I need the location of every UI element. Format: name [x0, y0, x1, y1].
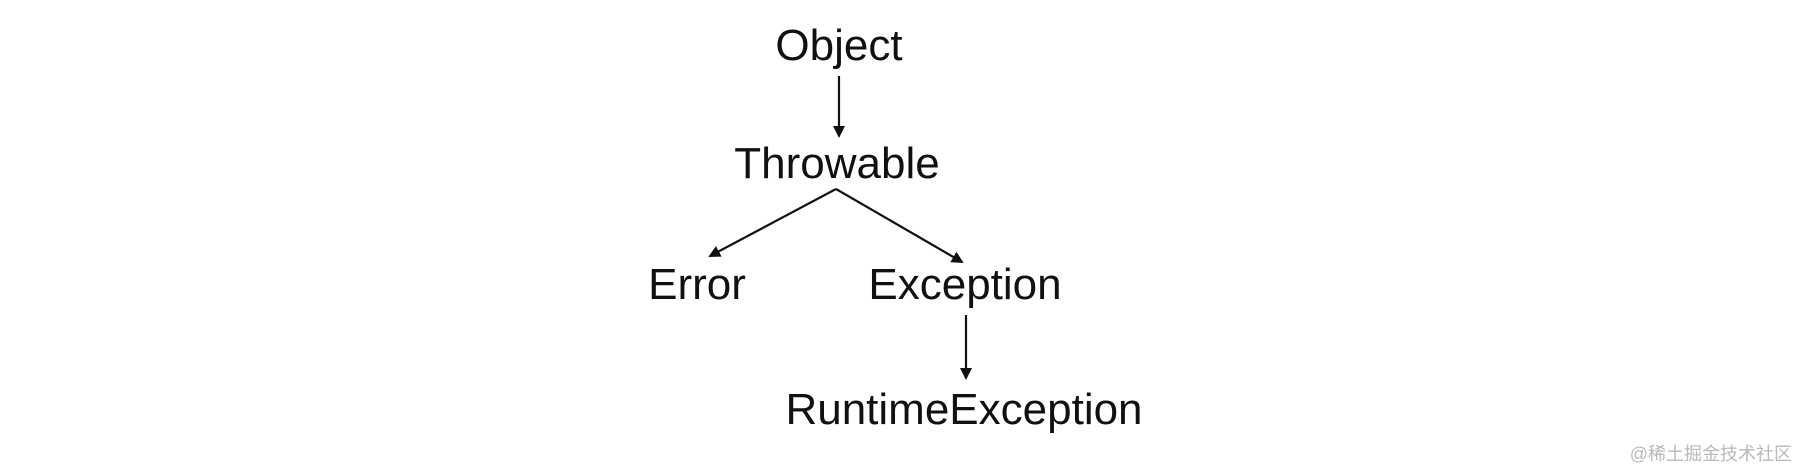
node-throwable: Throwable: [734, 139, 940, 188]
node-runtime-exception: RuntimeException: [785, 385, 1143, 434]
edge-throwable-to-exception: [835, 188, 964, 264]
node-object: Object: [775, 21, 903, 70]
watermark-text: @稀土掘金技术社区: [1629, 444, 1792, 464]
node-exception: Exception: [868, 260, 1062, 309]
edge-throwable-to-error: [708, 188, 837, 257]
node-error: Error: [648, 260, 746, 309]
